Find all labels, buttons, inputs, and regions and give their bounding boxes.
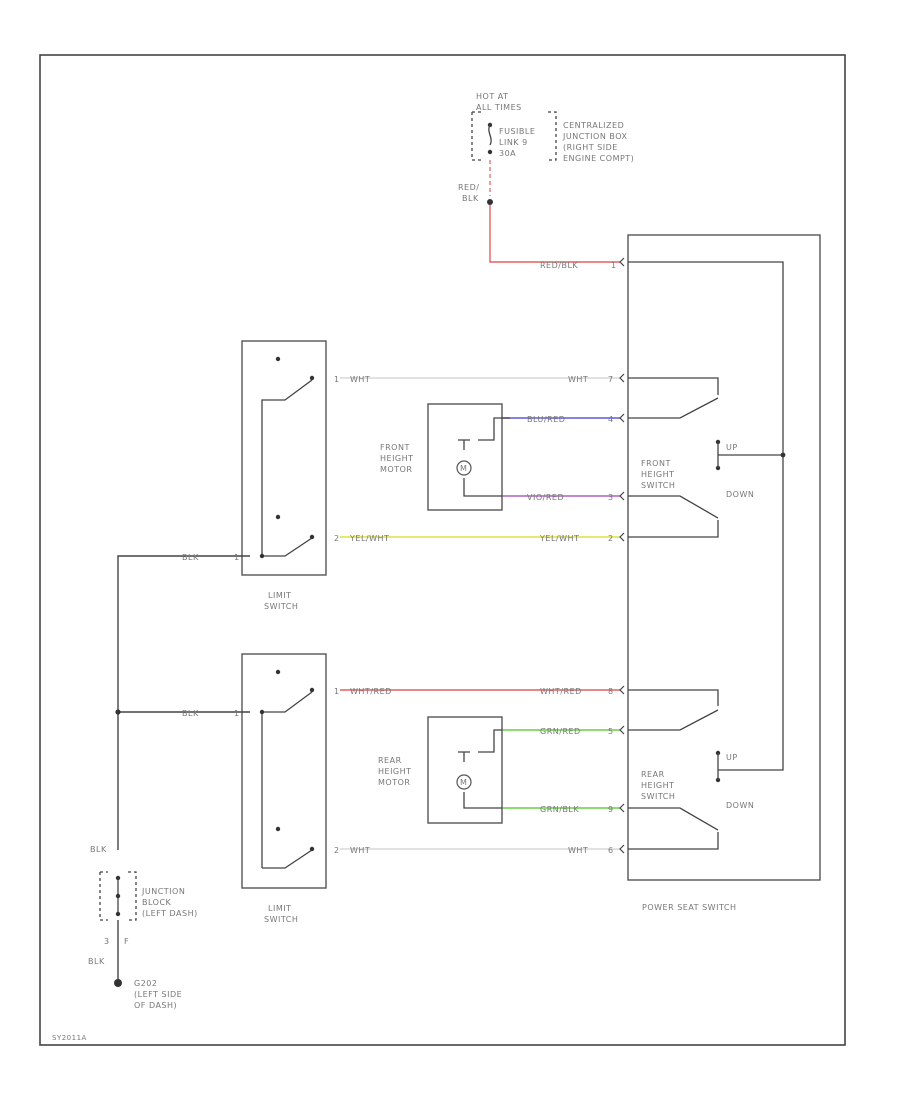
pin-psw-4: 4 [608, 415, 614, 424]
rear-motor-symbol: M [460, 778, 467, 787]
ground-label-1: G202 [134, 979, 157, 988]
jb-label-1: JUNCTION [141, 887, 185, 896]
cjb-label-3: (RIGHT SIDE [563, 143, 618, 152]
diagram-code: SY2011A [52, 1034, 87, 1042]
wire-label-blk-1: BLK [182, 553, 199, 562]
wire-label-vio-red: VIO/RED [527, 493, 564, 502]
wire-label-wht-1a: WHT [350, 375, 370, 384]
rear-height-switch: UP REAR HEIGHT SWITCH DOWN [628, 689, 754, 850]
pin-lim1-blk: 1 [234, 553, 240, 562]
fusible-link-label-2: LINK 9 [499, 138, 528, 147]
front-down-label: DOWN [726, 490, 754, 499]
junction-block: JUNCTION BLOCK (LEFT DASH) [99, 871, 198, 921]
wire-label-blk-top: BLK [462, 194, 479, 203]
wire-label-wht-red-a: WHT/RED [350, 687, 392, 696]
pin-lim1-b: 2 [334, 534, 340, 543]
rear-motor-label-2: HEIGHT [378, 767, 412, 776]
rear-height-motor: M REAR HEIGHT MOTOR [378, 716, 503, 824]
fusible-link-label-1: FUSIBLE [499, 127, 535, 136]
wire-label-blk-3: BLK [90, 845, 107, 854]
wire-label-yel-wht-b: YEL/WHT [539, 534, 579, 543]
cjb-label-1: CENTRALIZED [563, 121, 624, 130]
front-switch-label-3: SWITCH [641, 481, 675, 490]
pin-psw-2: 2 [608, 534, 614, 543]
front-motor-label-1: FRONT [380, 443, 410, 452]
pin-jb-b: F [124, 937, 129, 946]
limit1-label-2: SWITCH [264, 602, 298, 611]
front-switch-label-2: HEIGHT [641, 470, 675, 479]
front-height-switch: UP FRONT HEIGHT SWITCH DOWN [628, 377, 754, 538]
wire-label-red-blk: RED/BLK [540, 261, 578, 270]
front-up-label: UP [726, 443, 738, 452]
wire-label-grn-red: GRN/RED [540, 727, 581, 736]
pin-jb-a: 3 [104, 937, 110, 946]
pin-psw-8: 8 [608, 687, 614, 696]
limit2-label-1: LIMIT [268, 904, 291, 913]
wire-label-wht-2b: WHT [568, 846, 588, 855]
rear-switch-label-1: REAR [641, 770, 665, 779]
ground-g202: G202 (LEFT SIDE OF DASH) [114, 979, 182, 1010]
rear-switch-label-2: HEIGHT [641, 781, 675, 790]
rear-motor-label-3: MOTOR [378, 778, 410, 787]
rear-motor-label-1: REAR [378, 756, 402, 765]
jb-label-3: (LEFT DASH) [142, 909, 198, 918]
fusible-link: HOT AT ALL TIMES FUSIBLE LINK 9 30A CENT… [471, 92, 634, 163]
fusible-link-label-3: 30A [499, 149, 516, 158]
front-switch-label-1: FRONT [641, 459, 671, 468]
hot-label-1: HOT AT [476, 92, 508, 101]
rear-up-label: UP [726, 753, 738, 762]
rear-switch-label-3: SWITCH [641, 792, 675, 801]
limit-switch-front: 1 2 LIMIT SWITCH [241, 340, 340, 611]
limit-switch-rear: 1 2 LIMIT SWITCH [241, 653, 340, 924]
wire-label-wht-2a: WHT [350, 846, 370, 855]
jb-label-2: BLOCK [142, 898, 172, 907]
front-height-motor: M FRONT HEIGHT MOTOR [380, 403, 510, 511]
power-seat-switch-box [627, 234, 821, 881]
pin-psw-1: 1 [611, 261, 617, 270]
wire-label-red-top: RED/ [458, 183, 479, 192]
rear-down-label: DOWN [726, 801, 754, 810]
pin-psw-5: 5 [608, 727, 614, 736]
front-motor-symbol: M [460, 464, 467, 473]
pin-psw-3: 3 [608, 493, 614, 502]
hot-label-2: ALL TIMES [476, 103, 522, 112]
wire-label-grn-blk: GRN/BLK [540, 805, 579, 814]
wire-label-wht-red-b: WHT/RED [540, 687, 582, 696]
pin-psw-7: 7 [608, 375, 614, 384]
pin-lim2-a: 1 [334, 687, 340, 696]
power-seat-switch-label: POWER SEAT SWITCH [642, 903, 736, 912]
pin-lim2-blk: 1 [234, 709, 240, 718]
cjb-label-2: JUNCTION BOX [562, 132, 627, 141]
ground-label-2: (LEFT SIDE [134, 990, 182, 999]
diagram-frame [39, 54, 846, 1046]
pin-lim2-b: 2 [334, 846, 340, 855]
wire-label-yel-wht-a: YEL/WHT [349, 534, 389, 543]
pin-lim1-a: 1 [334, 375, 340, 384]
pin-psw-6: 6 [608, 846, 614, 855]
cjb-label-4: ENGINE COMPT) [563, 154, 634, 163]
limit1-label-1: LIMIT [268, 591, 291, 600]
limit2-label-2: SWITCH [264, 915, 298, 924]
pin-psw-9: 9 [608, 805, 614, 814]
wire-label-blu-red: BLU/RED [527, 415, 565, 424]
wire-label-wht-1b: WHT [568, 375, 588, 384]
front-motor-label-3: MOTOR [380, 465, 412, 474]
wire-label-blk-2: BLK [182, 709, 199, 718]
wire-label-blk-4: BLK [88, 957, 105, 966]
front-motor-label-2: HEIGHT [380, 454, 414, 463]
ground-label-3: OF DASH) [134, 1001, 177, 1010]
